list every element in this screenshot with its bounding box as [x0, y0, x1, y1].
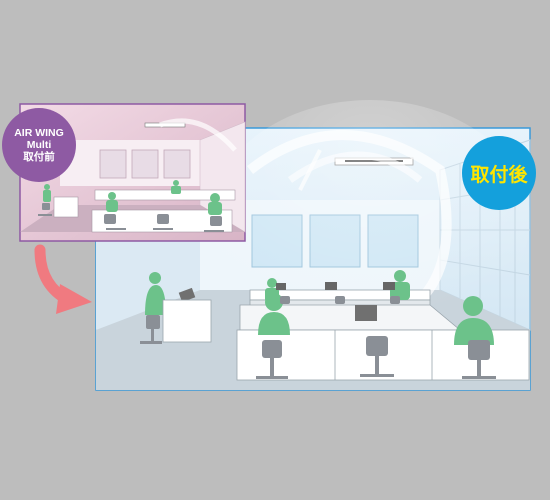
after-front-laptops	[178, 287, 377, 321]
transition-arrow	[34, 244, 92, 314]
after-side-desk	[162, 299, 212, 343]
after-badge: 取付後	[462, 136, 536, 210]
before-badge-line3: 取付前	[23, 151, 55, 163]
after-badge-label: 取付後	[470, 164, 528, 186]
after-back-laptops	[276, 282, 395, 290]
after-front-people	[145, 272, 494, 345]
after-chairs	[140, 296, 496, 379]
before-badge-line2: Multi	[26, 139, 52, 151]
before-badge-line1: AIR WING	[14, 127, 64, 139]
before-badge: AIR WING Multi 取付前	[2, 108, 76, 182]
